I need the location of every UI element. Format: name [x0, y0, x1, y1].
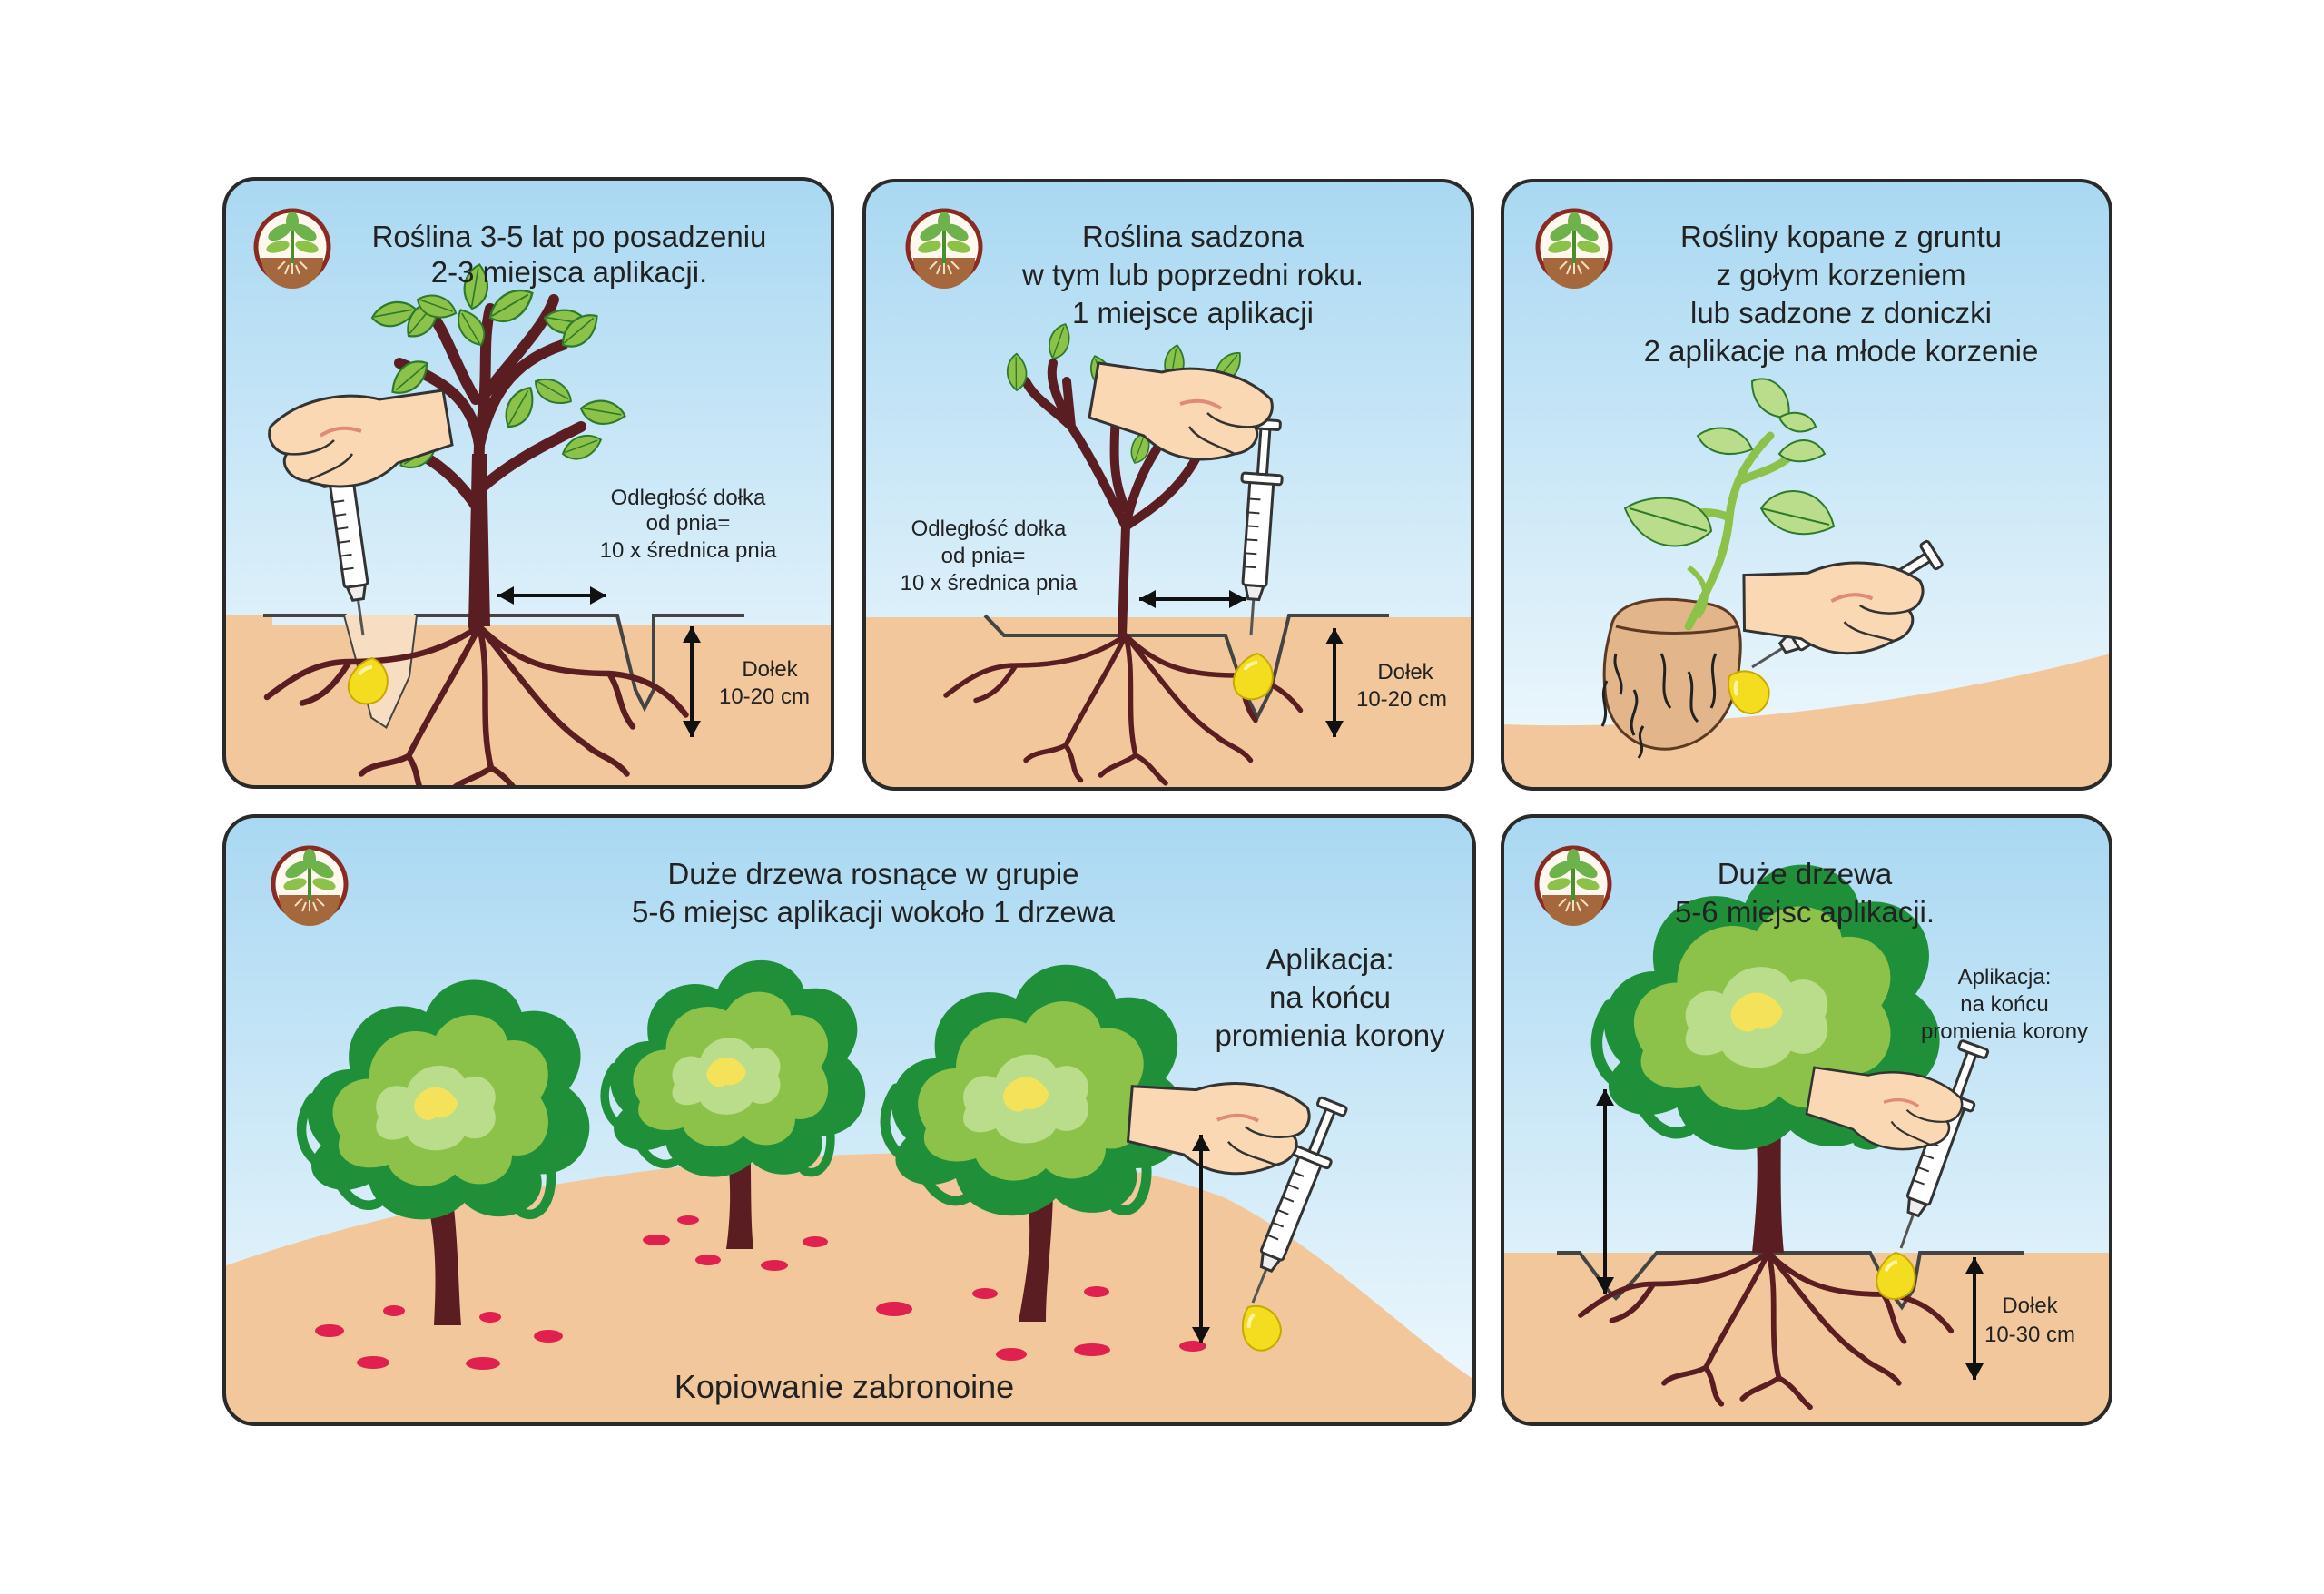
panel-4-application-label-3: promienia korony [1215, 1018, 1445, 1052]
panel-5 [1501, 814, 2112, 1426]
panel-2 [862, 179, 1474, 791]
panel-1-title-line-1: Roślina 3-5 lat po posadzeniu [372, 220, 767, 253]
panel-4-title-line-2: 5-6 miejsc aplikacji wokoło 1 drzewa [632, 895, 1116, 929]
panel-5-depth-label-2: 10-30 cm [1984, 1323, 2075, 1347]
double-arrow-icon [497, 586, 701, 737]
panel-2-title-line-1: Roślina sadzona [1082, 220, 1305, 253]
double-arrow-icon [1596, 1089, 1984, 1380]
application-points [315, 1215, 1206, 1370]
panel-1-title-line-2: 2-3 miejsca aplikacji. [431, 255, 707, 289]
double-arrow-icon [1139, 590, 1344, 737]
panel-1-depth-label-1: Dołek [742, 657, 798, 682]
panel-2-distance-label-2: od pnia= [941, 544, 1026, 568]
panel-5-application-label-3: promienia korony [1921, 1019, 2088, 1044]
panel-5-application-label-1: Aplikacja: [1958, 965, 2052, 989]
panel-1-depth-label-2: 10-20 cm [719, 684, 810, 709]
panel-5-depth-label-1: Dołek [2002, 1294, 2058, 1318]
panel-2-distance-label-1: Odległość dołka [911, 517, 1067, 541]
panel-3-title-line-1: Rośliny kopane z gruntu [1680, 220, 2002, 253]
panel-4-title-line-1: Duże drzewa rosnące w grupie [667, 857, 1078, 890]
double-arrow-icon [1192, 1135, 1210, 1343]
panel-4-application-label-1: Aplikacja: [1265, 942, 1393, 976]
panel-3-title-line-4: 2 aplikacje na młode korzenie [1644, 334, 2039, 368]
panel-3-title-line-2: z gołym korzeniem [1716, 258, 1965, 291]
panel-2-depth-label-2: 10-20 cm [1356, 687, 1447, 712]
panel-2-title-line-3: 1 miejsce aplikacji [1072, 296, 1314, 330]
panel-1-distance-label-3: 10 x średnica pnia [600, 538, 777, 563]
panel-5-application-label-2: na końcu [1960, 992, 2048, 1017]
panel-1 [222, 177, 834, 789]
panel-4-application-label-2: na końcu [1269, 980, 1391, 1014]
panel-1-distance-label-2: od pnia= [646, 511, 731, 536]
panel-4 [222, 814, 1476, 1426]
panel-2-depth-label-1: Dołek [1377, 660, 1433, 684]
panel-2-distance-label-3: 10 x średnica pnia [901, 571, 1078, 595]
panel-5-title-line-1: Duże drzewa [1718, 857, 1893, 890]
panel-3 [1501, 179, 2112, 791]
panel-2-title-line-2: w tym lub poprzedni roku. [1021, 258, 1364, 291]
panel-4-footer: Kopiowanie zabronoine [675, 1368, 1014, 1405]
panel-3-title-line-3: lub sadzone z doniczki [1690, 296, 1992, 330]
panel-5-title-line-2: 5-6 miejsc aplikacji. [1675, 895, 1935, 929]
panel-1-distance-label-1: Odległość dołka [611, 486, 766, 510]
